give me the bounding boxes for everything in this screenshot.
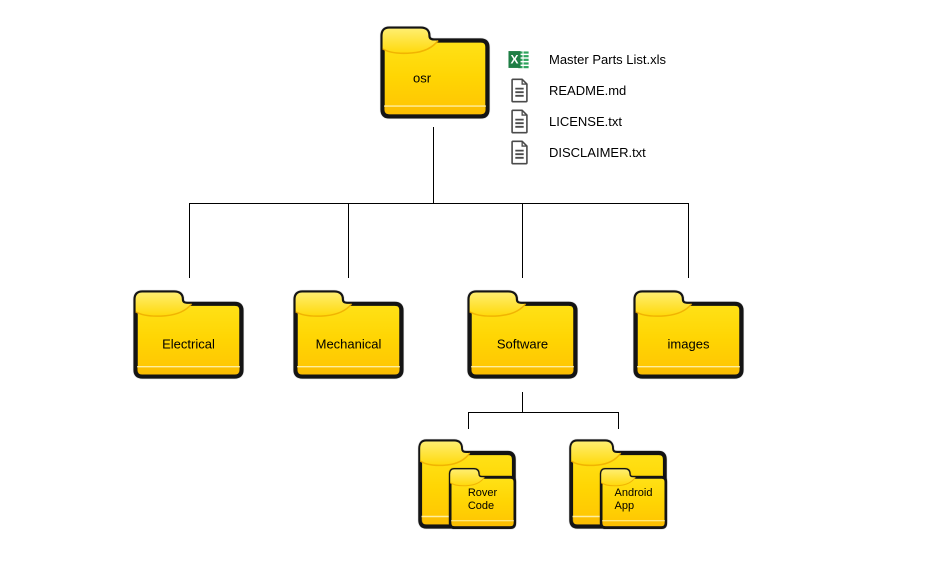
connector-drop-rover-code (468, 412, 469, 429)
folder-label-wrap: Android App (599, 467, 668, 530)
inner-folder: Android App (599, 467, 668, 530)
folder-node-mechanical[interactable]: Mechanical (292, 289, 405, 380)
inner-folder: Rover Code (448, 467, 517, 530)
file-item-master-parts-list[interactable]: Master Parts List.xls (507, 46, 787, 72)
connector-drop-images (688, 203, 689, 278)
file-item-disclaimer[interactable]: DISCLAIMER.txt (507, 139, 787, 165)
file-name: DISCLAIMER.txt (549, 144, 646, 160)
file-name: Master Parts List.xls (549, 51, 667, 67)
folder-icon (292, 289, 405, 380)
connector-drop-mechanical (348, 203, 349, 278)
folder-icon (466, 289, 579, 380)
folder-label: Software (496, 336, 549, 352)
file-name: README.md (549, 82, 627, 98)
folder-label-wrap: Rover Code (448, 467, 517, 530)
folder-label: Mechanical (315, 336, 382, 352)
file-name: LICENSE.txt (549, 113, 622, 129)
excel-file-icon (507, 46, 531, 72)
connector-level1-bus (189, 203, 689, 204)
folder-node-electrical[interactable]: Electrical (132, 289, 245, 380)
folder-label: Electrical (162, 336, 215, 352)
folder-node-android-app[interactable]: Android App (568, 438, 668, 530)
connector-drop-electrical (189, 203, 190, 278)
folder-node-rover-code[interactable]: Rover Code (417, 438, 517, 530)
folder-icon (132, 289, 245, 380)
connector-drop-software (522, 203, 523, 278)
folder-label: images (667, 336, 710, 352)
connector-level2-bus (468, 412, 619, 413)
folder-node-images[interactable]: images (632, 289, 745, 380)
file-item-license[interactable]: LICENSE.txt (507, 108, 787, 134)
folder-icon (632, 289, 745, 380)
connector-drop-android-app (618, 412, 619, 429)
connector-software-stem (522, 392, 523, 412)
folder-label: Rover Code (467, 487, 498, 513)
folder-label: osr (412, 70, 432, 86)
document-icon (507, 77, 531, 103)
folder-node-software[interactable]: Software (466, 289, 579, 380)
folder-label: Android App (614, 487, 653, 513)
document-icon (507, 139, 531, 165)
file-item-readme[interactable]: README.md (507, 77, 787, 103)
folder-node-osr[interactable]: osr (379, 25, 491, 120)
document-icon (507, 108, 531, 134)
connector-osr-stem (433, 127, 434, 203)
